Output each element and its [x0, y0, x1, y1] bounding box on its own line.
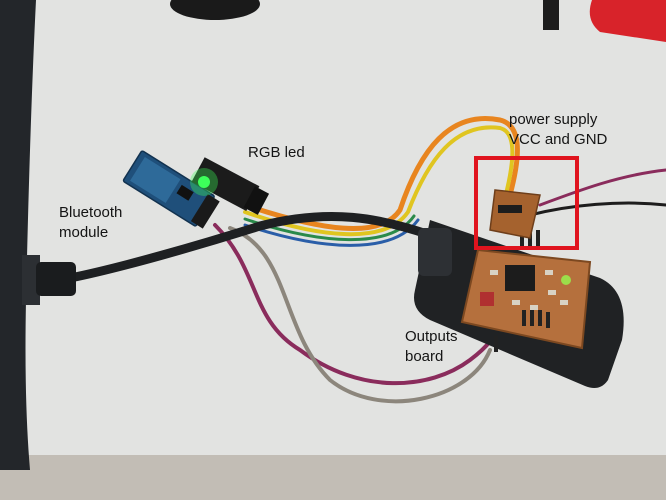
red-device: [589, 0, 666, 42]
bluetooth-module: [122, 150, 220, 229]
laptop-edge: [0, 0, 36, 470]
label-outputs-board: Outputs board: [405, 327, 458, 367]
wire-purple-right: [538, 168, 666, 207]
rgb-led-module: [191, 157, 270, 215]
rgb-led: [198, 176, 210, 188]
adapter-clip: [418, 228, 452, 276]
reset-button: [480, 292, 494, 306]
power-board: [489, 189, 541, 239]
usb-cable: [65, 211, 435, 283]
label-power-supply: power supply VCC and GND: [509, 110, 607, 150]
label-rgb-led-text: RGB led: [248, 144, 305, 161]
smd-components: [490, 270, 568, 310]
label-power-supply-line2: VCC and GND: [509, 131, 608, 148]
label-power-supply-line1: power supply: [509, 111, 598, 128]
wire-black-right: [528, 201, 666, 217]
wire-yellow: [243, 125, 515, 237]
highlight-box: [474, 156, 579, 250]
wire-purple-lower: [213, 223, 500, 386]
laptop-port: [22, 255, 40, 305]
status-led: [561, 275, 571, 285]
label-bluetooth-module: Bluetooth module: [59, 203, 122, 243]
wire-grey-lower: [228, 226, 492, 404]
jumper-wire-top: [543, 0, 559, 30]
usb-plug: [36, 262, 76, 296]
label-bluetooth-line1: Bluetooth: [59, 204, 123, 221]
label-outputs-line2: board: [405, 348, 444, 365]
wire-orange: [242, 116, 520, 231]
label-rgb-led: RGB led: [248, 143, 305, 163]
label-outputs-line1: Outputs: [405, 328, 458, 345]
desk-edge: [0, 455, 666, 500]
power-connector: [498, 205, 522, 213]
microcontroller-chip: [505, 265, 535, 291]
label-bluetooth-line2: module: [59, 224, 109, 241]
top-black-object: [170, 0, 260, 20]
wires: [213, 116, 666, 404]
